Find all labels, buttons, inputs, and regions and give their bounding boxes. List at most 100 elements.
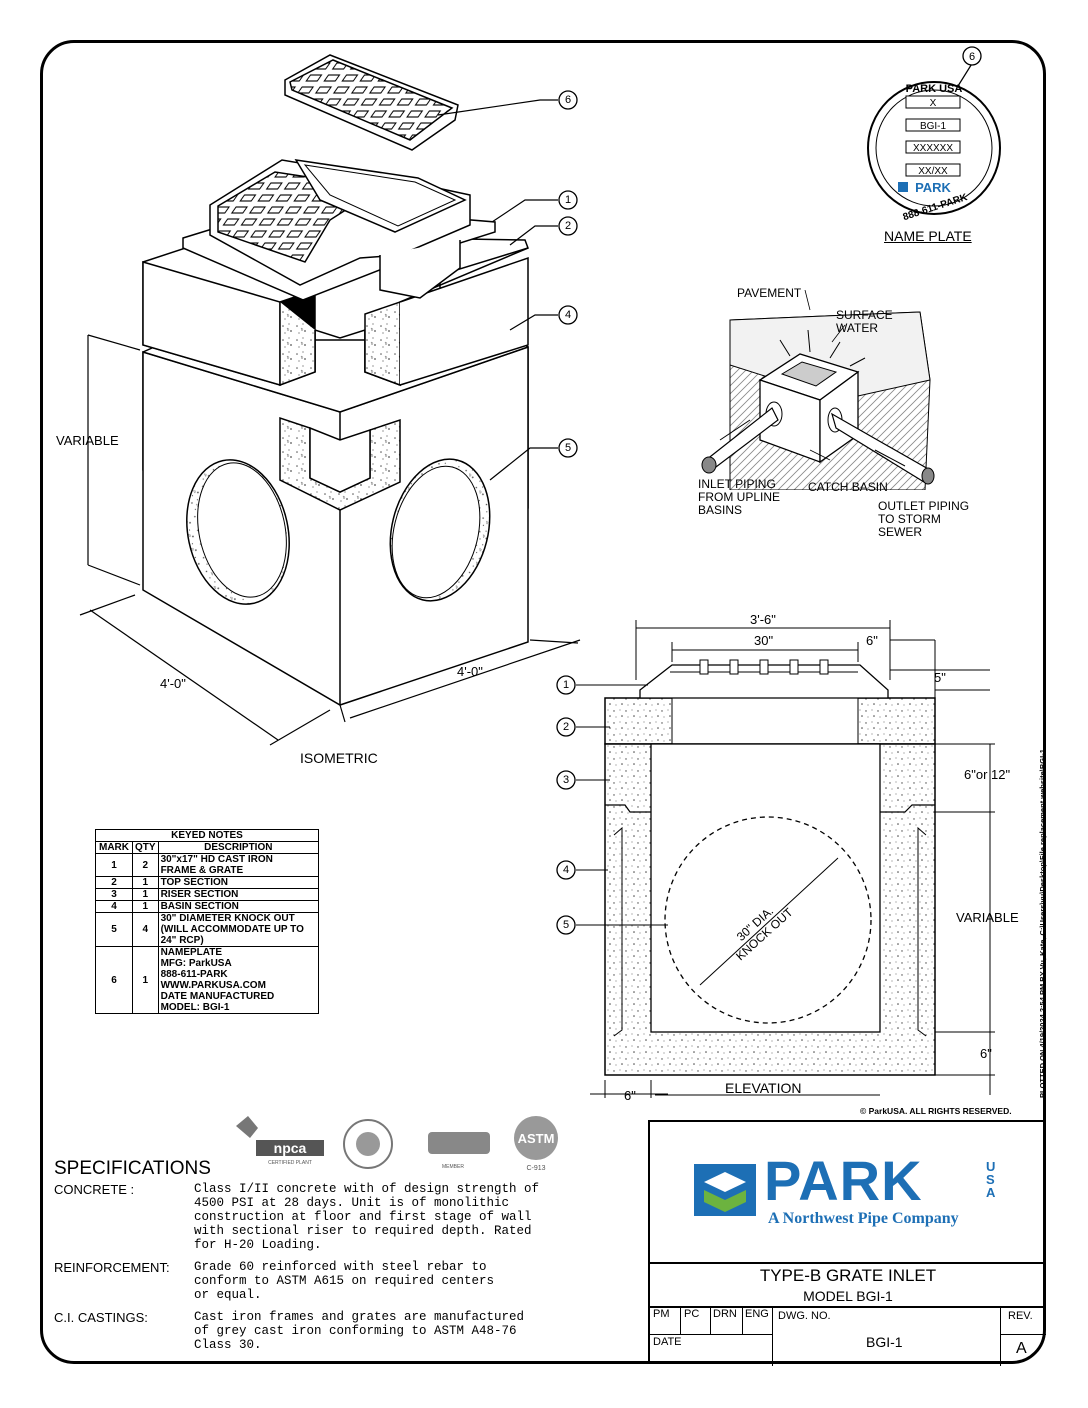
iso-leaders — [79, 99, 581, 746]
elev-mark-4: 4 — [563, 864, 569, 876]
certification-logos: npca CERTIFIED PLANT MEMBER ASTM C-913 — [236, 1116, 558, 1172]
plot-stamp: PLOTTED ON 4/19/2024 2:54 PM BY Vu, Kate… — [1038, 749, 1047, 1098]
note-desc: RISER SECTION — [157, 888, 320, 901]
note-desc: 30"x17" HD CAST IRON FRAME & GRATE — [157, 853, 320, 877]
park-logo-tagline: A Northwest Pipe Company — [768, 1210, 959, 1227]
note-qty: 4 — [132, 912, 159, 947]
elev-knockout — [664, 816, 872, 1024]
tb-rev-label: REV. — [1008, 1310, 1033, 1322]
spec-text-reinforcement: Grade 60 reinforced with steel rebar to … — [194, 1260, 495, 1302]
note-qty: 1 — [132, 888, 159, 901]
member-label: MEMBER — [442, 1164, 464, 1170]
drawing-title: TYPE-B GRATE INLET — [759, 1266, 937, 1285]
tb-dwg-no-label: DWG. NO. — [778, 1310, 831, 1322]
note-mark: 3 — [95, 888, 133, 901]
specifications: CONCRETE :Class I/II concrete with of de… — [54, 1182, 574, 1360]
elevation-view: 1 2 3 4 5 — [556, 620, 995, 1098]
keyed-notes-header-qty: QTY — [132, 841, 159, 854]
name-plate-field-3: XXXXXX — [913, 143, 953, 154]
name-plate-brand: PARK USA — [906, 83, 963, 95]
iso-caption: ISOMETRIC — [300, 750, 378, 766]
name-plate-field-2: BGI-1 — [920, 121, 947, 132]
name-plate-logo: PARK — [915, 180, 951, 195]
astm-logo: ASTM — [518, 1131, 555, 1146]
astm-logo-icon — [514, 1116, 558, 1160]
npca-logo: npca — [274, 1140, 307, 1156]
keyed-notes-header-desc: DESCRIPTION — [157, 841, 320, 854]
tb-dwg-no: BGI-1 — [866, 1334, 903, 1350]
park-logo-word: PARK — [764, 1149, 923, 1212]
elev-dim-grate: 30" — [754, 633, 774, 648]
spec-label-castings: C.I. CASTINGS: — [54, 1310, 148, 1325]
copyright: © ParkUSA. ALL RIGHTS RESERVED. — [860, 1106, 1012, 1116]
name-plate: 6 PARK USA X BGI-1 XXXXXX XX/XX PARK 888… — [867, 46, 1001, 223]
elev-dim-6-bottom: 6" — [980, 1046, 992, 1061]
note-qty: 1 — [132, 876, 159, 889]
elev-dim-variable: VARIABLE — [956, 910, 1019, 925]
name-plate-caption: NAME PLATE — [884, 228, 972, 244]
frame-and-grate — [182, 159, 496, 301]
elev-mark-5: 5 — [563, 919, 569, 931]
note-mark: 4 — [95, 900, 133, 913]
note-mark: 2 — [95, 876, 133, 889]
iso-dim-left: 4'-0" — [160, 676, 186, 691]
isometric-view: 6 1 2 4 5 — [79, 54, 581, 746]
elev-mark-2: 2 — [563, 721, 569, 733]
npca-logo-icon — [256, 1140, 324, 1156]
elev-dim-6-side: 6" — [624, 1088, 636, 1103]
note-qty: 2 — [132, 853, 159, 877]
note-mark: 5 — [95, 912, 133, 947]
perspective-outlet: OUTLET PIPING TO STORM SEWER — [878, 499, 970, 539]
spec-text-castings: Cast iron frames and grates are manufact… — [194, 1310, 525, 1352]
perspective-surface-water: SURFACE WATER — [836, 308, 893, 335]
name-plate-field-4: XX/XX — [918, 166, 948, 177]
tb-pm-label: PM — [653, 1308, 670, 1320]
spec-label-concrete: CONCRETE : — [54, 1182, 135, 1197]
note-qty: 1 — [132, 946, 159, 1014]
note-mark: 1 — [95, 853, 133, 877]
name-plate-mark: 6 — [969, 51, 975, 63]
elev-dim-overall: 3'-6" — [750, 612, 776, 627]
tb-pc-label: PC — [684, 1308, 700, 1320]
title-block: PARK USA A Northwest Pipe Company TYPE-B… — [648, 1120, 1046, 1366]
keyed-notes-header-mark: MARK — [95, 841, 133, 854]
iso-mark-bubbles — [558, 90, 578, 458]
iso-mark-1: 1 — [565, 194, 571, 206]
note-desc: TOP SECTION — [157, 876, 320, 889]
elev-dim-6-top: 6" — [866, 633, 878, 648]
iso-dim-right: 4'-0" — [457, 664, 483, 679]
spec-title: SPECIFICATIONS — [54, 1158, 211, 1179]
elev-caption: ELEVATION — [725, 1080, 802, 1096]
tb-rev: A — [1016, 1340, 1027, 1357]
iso-mark-5: 5 — [565, 442, 571, 454]
elev-dimensions — [590, 620, 995, 1098]
note-desc: BASIN SECTION — [157, 900, 320, 913]
astm-code: C-913 — [526, 1165, 545, 1172]
loose-grate — [284, 54, 459, 151]
perspective-inlet: INLET PIPING FROM UPLINE BASINS — [698, 477, 781, 517]
perspective-view — [701, 290, 935, 490]
iso-dim-height: VARIABLE — [56, 433, 119, 448]
member-logo-icon — [428, 1132, 490, 1154]
perspective-catch-basin: CATCH BASIN — [808, 480, 888, 494]
tb-date-label: DATE — [653, 1336, 682, 1348]
elev-dim-6or12: 6"or 12" — [964, 767, 1011, 782]
tb-eng-label: ENG — [745, 1308, 769, 1320]
keyed-notes-title: KEYED NOTES — [95, 829, 319, 842]
note-desc: NAMEPLATE MFG: ParkUSA 888-611-PARK WWW.… — [157, 946, 320, 1014]
park-logo-usa: USA — [986, 1159, 996, 1200]
spec-label-reinforcement: REINFORCEMENT: — [54, 1260, 170, 1275]
perspective-pavement: PAVEMENT — [737, 286, 802, 300]
elev-mark-3: 3 — [563, 774, 569, 786]
npca-sub: CERTIFIED PLANT — [268, 1160, 312, 1166]
note-desc: 30" DIAMETER KNOCK OUT (WILL ACCOMMODATE… — [157, 912, 320, 947]
iso-mark-2: 2 — [565, 220, 571, 232]
elev-dim-5: 5" — [934, 670, 946, 685]
park-logo-icon — [694, 1164, 756, 1216]
note-mark: 6 — [95, 946, 133, 1014]
